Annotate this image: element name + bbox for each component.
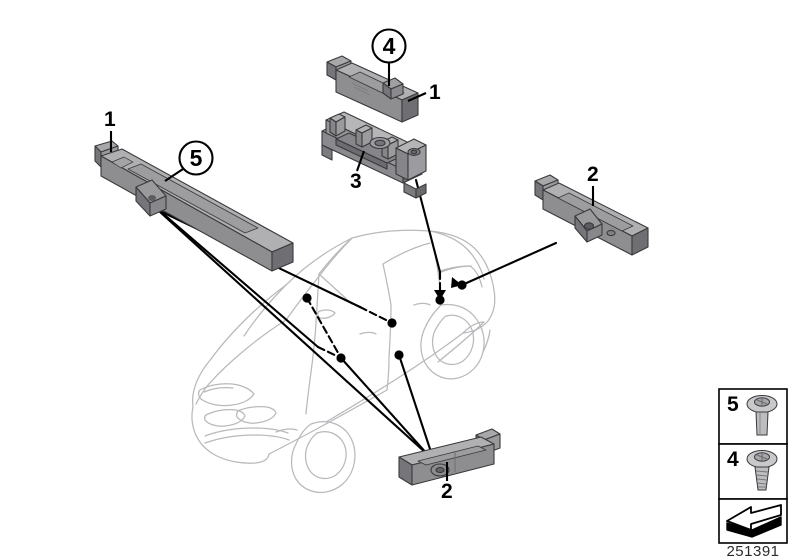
callout-circle-4 bbox=[371, 28, 407, 64]
callout-label-3: 3 bbox=[350, 170, 362, 193]
leader-dashed-hops bbox=[305, 296, 343, 360]
legend-label-5: 5 bbox=[727, 393, 739, 416]
mount-dot bbox=[336, 353, 346, 363]
legend-box bbox=[718, 388, 788, 544]
callout-label-1-right: 1 bbox=[429, 81, 441, 104]
component-bracket-3[interactable] bbox=[321, 111, 427, 199]
component-antenna-1-top[interactable] bbox=[326, 55, 419, 123]
mount-dot bbox=[457, 280, 467, 290]
part-number: 251391 bbox=[726, 543, 780, 560]
component-antenna-1-left[interactable] bbox=[94, 140, 294, 272]
legend-label-4: 4 bbox=[727, 448, 739, 471]
mount-dot bbox=[302, 293, 312, 303]
direction-arrow-icon bbox=[726, 504, 782, 538]
callout-label-1-left: 1 bbox=[104, 108, 116, 131]
mount-point-dots bbox=[302, 280, 467, 363]
leader-part3-to-body bbox=[414, 178, 442, 302]
callout-leaders bbox=[109, 62, 595, 481]
mount-dot bbox=[435, 295, 445, 305]
screw-ribbed-shank-icon bbox=[746, 450, 778, 491]
leader-part2-bottom bbox=[339, 353, 434, 457]
leader-part2-right bbox=[460, 241, 558, 287]
mount-dot bbox=[387, 318, 397, 328]
component-antenna-2-right[interactable] bbox=[534, 174, 649, 256]
callout-circle-number: 5 bbox=[190, 145, 203, 171]
callout-label-2-right: 2 bbox=[587, 163, 599, 186]
screw-plain-shank-icon bbox=[746, 395, 778, 436]
callout-circle-number: 4 bbox=[383, 33, 396, 59]
callout-label-2-bottom: 2 bbox=[441, 480, 453, 503]
component-antenna-2-bottom[interactable] bbox=[398, 428, 501, 486]
callout-circle-5 bbox=[178, 140, 214, 176]
mount-dot bbox=[394, 350, 404, 360]
circled-callouts bbox=[178, 28, 407, 176]
